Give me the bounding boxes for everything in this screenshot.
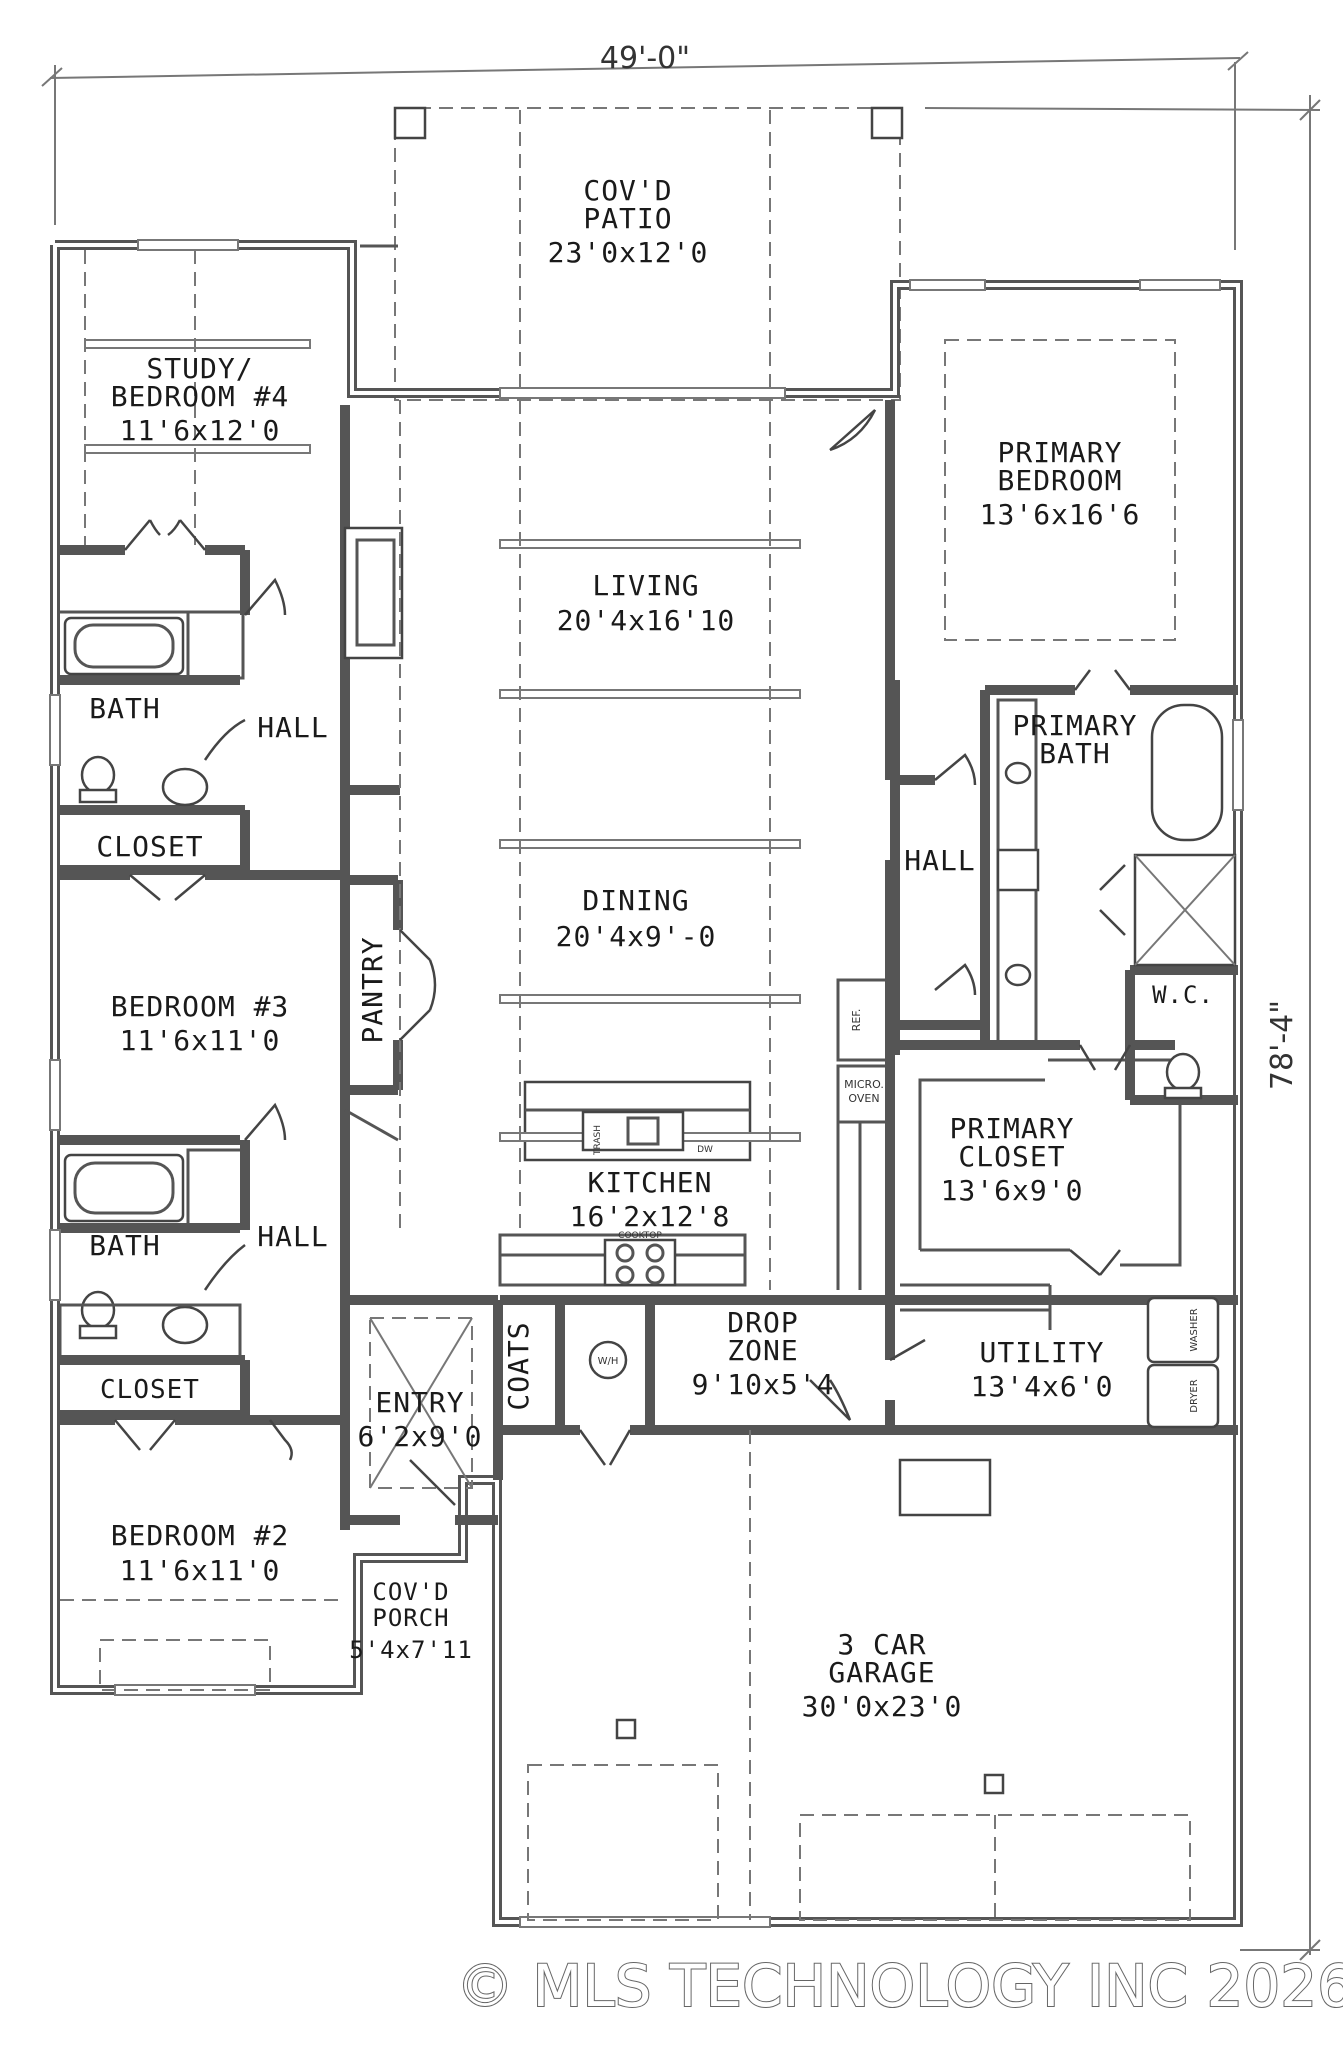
utility-size: 13'4x6'0 [971,1370,1114,1403]
covd-patio-name-1: COV'D [583,174,672,207]
hall-upper-name: HALL [257,711,328,744]
study-name-2: BEDROOM #4 [111,380,290,413]
garage-name-1: 3 CAR [837,1628,926,1661]
bath-upper-name: BATH [89,692,160,725]
covd-patio-name-2: PATIO [583,202,672,235]
fixtures [58,616,1237,1429]
trash-label: TRASH [593,1125,603,1156]
primary-closet-size: 13'6x9'0 [941,1174,1084,1207]
utility-name: UTILITY [979,1336,1104,1369]
washer-label: WASHER [1189,1308,1200,1351]
micro-oven-label-2: OVEN [848,1092,879,1105]
copyright-watermark: © MLS TECHNOLOGY INC 2026 [456,1952,1343,2020]
overall-width-label: 49'-0" [600,41,690,76]
garage-size: 30'0x23'0 [802,1690,963,1723]
dryer-label: DRYER [1189,1379,1200,1412]
bedroom3-size: 11'6x11'0 [120,1024,281,1057]
covd-porch-size: 5'4x7'11 [349,1636,473,1664]
primary-bedroom-name-2: BEDROOM [997,464,1122,497]
entry-name: ENTRY [375,1386,464,1419]
entry-skylight [369,1317,473,1506]
primary-closet-name-1: PRIMARY [949,1112,1074,1145]
primary-bath-name-1: PRIMARY [1012,709,1137,742]
primary-closet-name-2: CLOSET [958,1140,1065,1173]
covd-porch-name-2: PORCH [372,1604,449,1632]
covd-patio-size: 23'0x12'0 [548,236,709,269]
hall-lower-name: HALL [257,1220,328,1253]
primary-bath-name-2: BATH [1039,737,1110,770]
drop-zone-size: 9'10x5'4 [692,1368,835,1401]
bath-lower-name: BATH [89,1229,160,1262]
windows [49,239,1244,1928]
wc-name: W.C. [1152,981,1214,1009]
study-name-1: STUDY/ [146,352,253,385]
drop-zone-name-1: DROP [727,1306,798,1339]
bedroom2-size: 11'6x11'0 [120,1554,281,1587]
dining-size: 20'4x9'-0 [556,920,717,953]
drop-zone-name-2: ZONE [727,1334,798,1367]
primary-bedroom-size: 13'6x16'6 [980,498,1141,531]
living-size: 20'4x16'10 [557,604,736,637]
covd-porch-name-1: COV'D [372,1578,449,1606]
doors [114,409,1132,1466]
bedroom2-name: BEDROOM #2 [111,1519,290,1552]
study-size: 11'6x12'0 [120,414,281,447]
overall-depth-label: 78'-4" [1265,1000,1300,1090]
pantry-name: PANTRY [356,936,389,1043]
coats-name: COATS [502,1321,535,1410]
kitchen-size: 16'2x12'8 [570,1200,731,1233]
closet-lower-name: CLOSET [100,1375,200,1405]
water-heater-label: W/H [598,1356,619,1367]
kitchen-name: KITCHEN [587,1166,712,1199]
bedroom3-name: BEDROOM #3 [111,990,290,1023]
entry-size: 6'2x9'0 [357,1420,482,1453]
dining-name: DINING [582,884,689,917]
hall-right-name: HALL [904,844,975,877]
dishwasher-label: DW [697,1145,713,1155]
cooktop-label: COOKTOP [618,1231,662,1241]
garage-name-2: GARAGE [828,1656,935,1689]
covered-patio-structure [360,106,904,401]
refrigerator-label: REF. [850,1009,863,1032]
micro-oven-label-1: MICRO. [844,1078,884,1091]
closet-upper-name: CLOSET [96,830,203,863]
dimension-lines [41,51,1321,1961]
primary-bedroom-name-1: PRIMARY [997,436,1122,469]
living-name: LIVING [592,569,699,602]
